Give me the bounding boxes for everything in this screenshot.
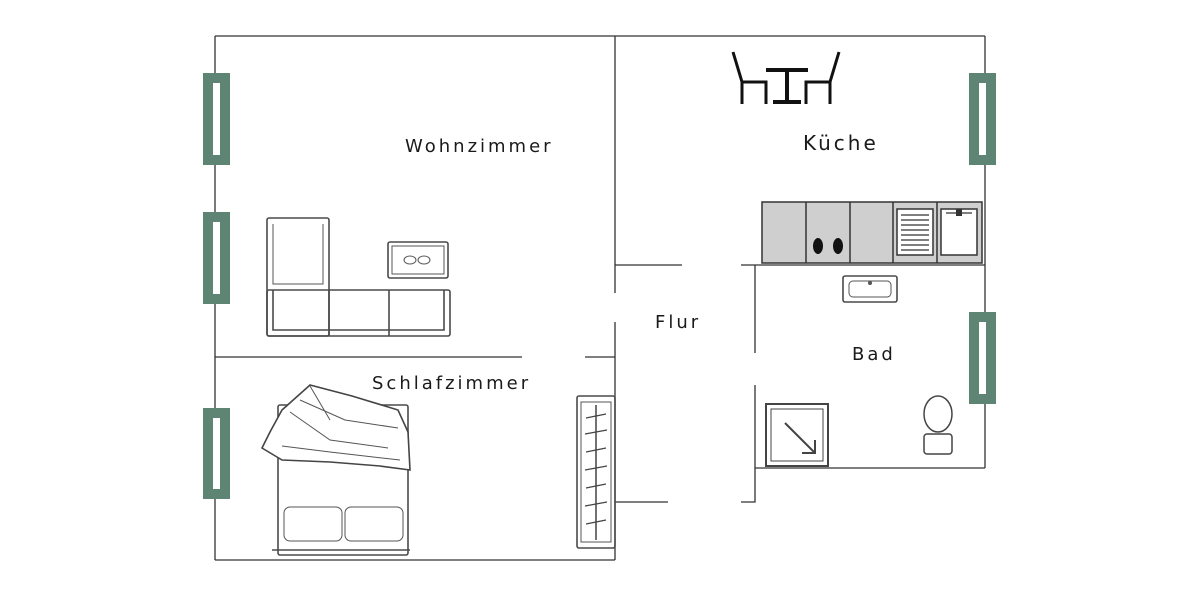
window-icon bbox=[203, 212, 230, 304]
room-label-flur: Flur bbox=[655, 312, 702, 333]
room-label-kueche: Küche bbox=[803, 131, 879, 155]
sink-icon bbox=[940, 208, 978, 256]
kitchen-counter-icon bbox=[761, 201, 983, 264]
room-label-schlafzimmer: Schlafzimmer bbox=[372, 373, 532, 394]
wardrobe-icon bbox=[576, 395, 616, 549]
toilet-icon bbox=[923, 395, 953, 455]
stove-icon bbox=[813, 238, 843, 254]
window-icon bbox=[203, 73, 230, 165]
sink-icon bbox=[842, 275, 898, 303]
window-icon bbox=[969, 73, 996, 165]
room-label-bad: Bad bbox=[852, 344, 896, 365]
wall-entrance-right bbox=[741, 468, 756, 503]
window-icon bbox=[969, 312, 996, 404]
room-label-wohnzimmer: Wohnzimmer bbox=[405, 136, 554, 157]
dining-set-icon bbox=[731, 51, 841, 104]
window-icon bbox=[203, 408, 230, 499]
walls bbox=[214, 35, 986, 561]
bed-icon bbox=[260, 384, 411, 556]
coffee-table-icon bbox=[387, 241, 449, 279]
shower-icon bbox=[765, 403, 829, 467]
windows bbox=[203, 73, 996, 499]
oven-icon bbox=[896, 208, 934, 256]
sofa-icon bbox=[266, 217, 451, 337]
